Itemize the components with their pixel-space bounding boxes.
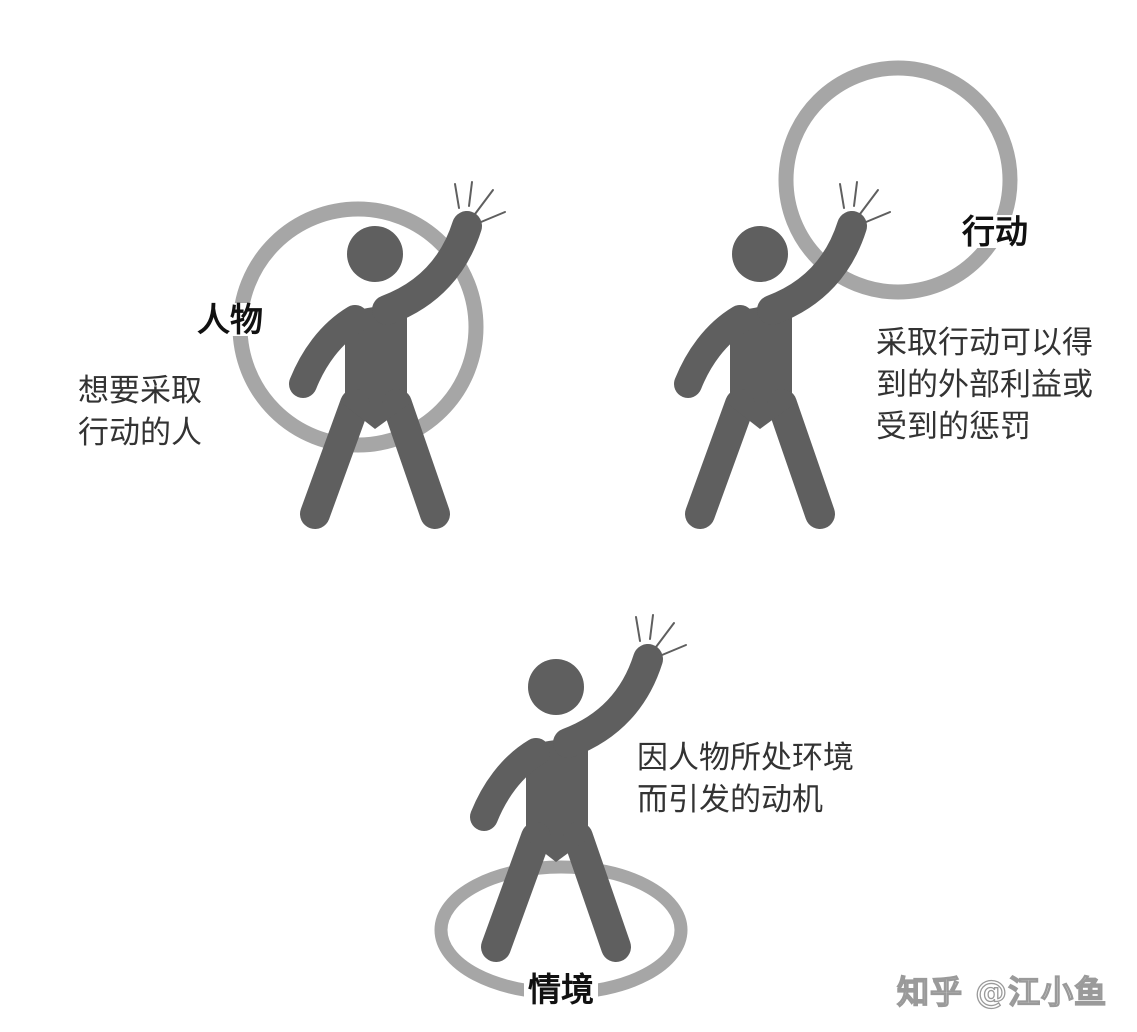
action-description-line: 到的外部利益或 [876, 367, 1093, 403]
action-figure-icon [688, 182, 890, 514]
action-ring [778, 60, 1018, 300]
watermark: 知乎 @江小鱼 [896, 972, 1108, 1011]
person-description-line: 想要采取 [78, 373, 202, 409]
action-description: 采取行动可以得 到的外部利益或 受到的惩罚 [876, 322, 1093, 448]
action-panel [688, 60, 1018, 514]
situation-description-line: 因人物所处环境 [637, 740, 854, 776]
person-description-line: 行动的人 [78, 415, 202, 451]
person-description: 想要采取 行动的人 [78, 370, 202, 454]
situation-description-line: 而引发的动机 [637, 782, 823, 818]
person-label: 人物 [193, 303, 267, 336]
action-description-line: 采取行动可以得 [876, 325, 1093, 361]
action-label: 行动 [958, 215, 1032, 248]
situation-description: 因人物所处环境 而引发的动机 [637, 737, 854, 821]
situation-label: 情境 [524, 973, 598, 1006]
person-panel [232, 182, 505, 514]
action-description-line: 受到的惩罚 [876, 409, 1031, 445]
